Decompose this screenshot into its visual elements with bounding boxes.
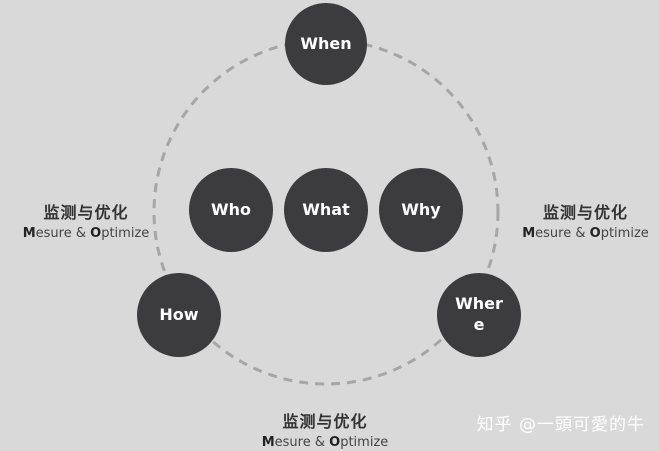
node-why: Why — [379, 168, 463, 252]
node-why-label: Why — [401, 199, 441, 219]
node-when-label: When — [300, 33, 352, 53]
node-how-label: How — [159, 304, 199, 324]
label-right: 监测与优化 Mesure & Optimize — [512, 199, 659, 241]
node-where-label-line1: Wher — [455, 294, 503, 314]
label-left-cn: 监测与优化 — [43, 203, 129, 222]
label-left: 监测与优化 Mesure & Optimize — [0, 199, 172, 241]
node-who: Who — [189, 168, 273, 252]
node-who-label: Who — [210, 199, 252, 219]
label-right-cn: 监测与优化 — [542, 203, 628, 222]
label-right-en: Mesure & Optimize — [522, 226, 649, 241]
node-how: How — [137, 273, 221, 357]
node-when: When — [285, 3, 367, 85]
label-bottom-en: Mesure & Optimize — [261, 435, 389, 450]
node-what-label: What — [302, 199, 350, 219]
node-where-label-line2: e — [473, 315, 485, 334]
label-bottom-cn: 监测与优化 — [282, 412, 368, 431]
node-where: Wher e — [437, 273, 521, 357]
label-left-en: Mesure & Optimize — [22, 226, 150, 241]
node-what: What — [284, 168, 368, 252]
watermark: 知乎 @一頭可愛的牛 — [476, 415, 645, 435]
label-bottom: 监测与优化 Mesure & Optimize — [240, 408, 410, 450]
